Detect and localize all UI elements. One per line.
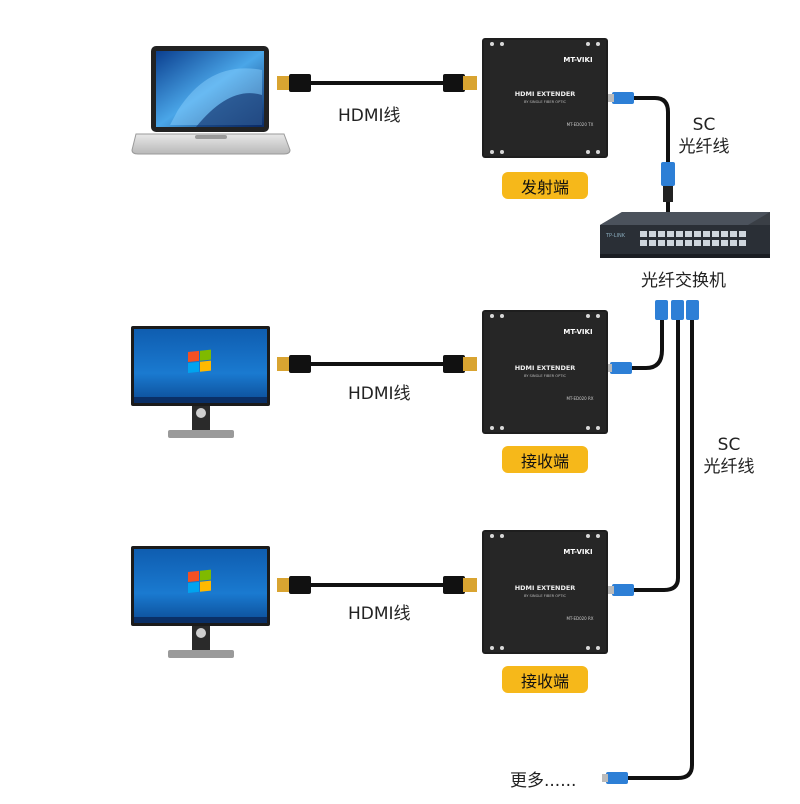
sc-connector-icon: [608, 584, 634, 596]
extender-rx-device: MT-VIKI HDMI EXTENDER BY SINGLE FIBER OP…: [482, 310, 608, 434]
hdmi-cable: [277, 74, 477, 92]
hdmi-cable-label: HDMI线: [348, 384, 411, 404]
device-brand: MT-VIKI: [563, 328, 592, 336]
device-model: MT-ED020 RX: [566, 616, 593, 621]
fiber-label-mid: SC 光纤线: [700, 434, 758, 478]
role-tag-receiver: 接收端: [502, 446, 588, 473]
role-tag-receiver: 接收端: [502, 666, 588, 693]
hdmi-cable-label: HDMI线: [338, 106, 401, 126]
device-title: HDMI EXTENDER: [515, 90, 576, 98]
device-model: MT-ED020 TX: [567, 122, 594, 127]
device-subtitle: BY SINGLE FIBER OPTIC: [524, 594, 567, 598]
fiber-type: SC: [717, 435, 741, 455]
monitor-icon: [131, 546, 270, 658]
role-tag-transmitter: 发射端: [502, 172, 588, 199]
fiber-name: 光纤线: [703, 457, 755, 477]
extender-tx-device: MT-VIKI HDMI EXTENDER BY SINGLE FIBER OP…: [482, 38, 608, 158]
sc-connectors: [602, 92, 699, 784]
hdmi-cable: [277, 576, 477, 594]
monitor-icon: [131, 326, 270, 438]
device-model: MT-ED020 RX: [566, 396, 593, 401]
fiber-switch-to-more: [626, 316, 694, 780]
sc-connector-icon: [608, 92, 634, 104]
fiber-cables: [626, 96, 694, 780]
sc-connector-icon: [655, 300, 668, 320]
switch-label: 光纤交换机: [641, 271, 726, 291]
fiber-name: 光纤线: [678, 137, 730, 157]
fiber-label-top: SC 光纤线: [678, 114, 730, 158]
sc-connector-icon: [602, 772, 628, 784]
switch-brand: TP-LINK: [605, 233, 626, 239]
more-label: 更多......: [510, 771, 577, 791]
device-title: HDMI EXTENDER: [515, 584, 576, 592]
extender-rx-device: MT-VIKI HDMI EXTENDER BY SINGLE FIBER OP…: [482, 530, 608, 654]
device-subtitle: BY SINGLE FIBER OPTIC: [524, 374, 567, 378]
network-switch-icon: TP-LINK: [600, 212, 770, 258]
sc-connector-icon: [671, 300, 684, 320]
sc-connector-icon: [606, 362, 632, 374]
device-subtitle: BY SINGLE FIBER OPTIC: [524, 100, 567, 104]
device-title: HDMI EXTENDER: [515, 364, 576, 372]
hdmi-cable: [277, 355, 477, 373]
sc-connector-icon: [686, 300, 699, 320]
fiber-type: SC: [692, 115, 716, 135]
fiber-tx-to-switch: [630, 96, 670, 214]
sc-connector-icon: [661, 162, 675, 202]
fiber-switch-to-rx2: [632, 316, 680, 592]
fiber-switch-to-rx1: [628, 316, 664, 370]
hdmi-cable-label: HDMI线: [348, 604, 411, 624]
laptop-icon: [131, 46, 291, 155]
device-brand: MT-VIKI: [563, 548, 592, 556]
device-brand: MT-VIKI: [563, 56, 592, 64]
